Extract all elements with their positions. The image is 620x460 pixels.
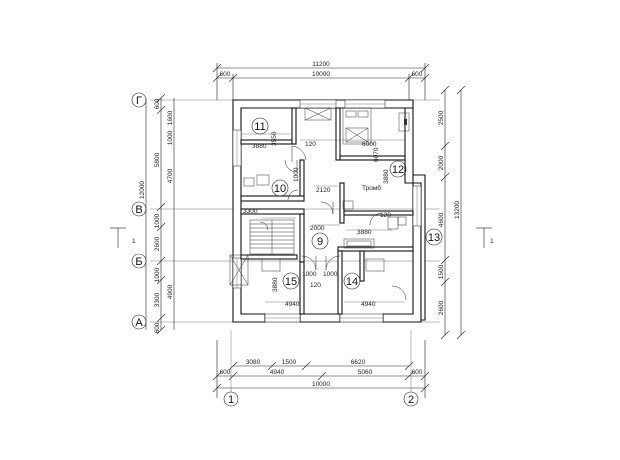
dim-left-inner-3: 4700: [167, 168, 174, 183]
room-marker-11: [251, 117, 269, 135]
room-markers: 11 12 10 9 13 15 14: [251, 117, 443, 290]
interior-dim-10: 3880: [357, 229, 372, 236]
doors: [259, 145, 407, 301]
room-marker-12: [389, 160, 407, 178]
interior-dim-15: 4940: [361, 301, 376, 308]
axis-label-g: Г: [136, 95, 142, 107]
section-mark-right: 1: [490, 238, 494, 245]
interior-dim-11: 1000: [302, 271, 317, 278]
axis-label-1: 1: [228, 394, 234, 406]
room-marker-14: [343, 272, 361, 290]
interior-reference-lines: [241, 133, 406, 303]
axis-marker-2: [403, 391, 419, 407]
dim-left-inner-2: 1000: [167, 130, 174, 145]
interior-dim-9: 2000: [310, 225, 325, 232]
interior-dim-8: 3300: [243, 208, 258, 215]
staircase: [249, 219, 295, 255]
room-number-15: 15: [285, 276, 297, 288]
left-dimensions: 12000 600 5800 1000 2600 1000 3300 600 1…: [139, 93, 175, 335]
interior-dim-4: 120: [305, 141, 316, 148]
bottom-dimensions: 3080 1500 6620 600 4940 5060 600 10000: [212, 340, 430, 398]
dim-left-inner-4: 4900: [167, 284, 174, 299]
room-marker-13: [425, 228, 443, 246]
dim-bottom-overall: 10000: [312, 381, 330, 388]
axis-marker-g: [131, 92, 147, 108]
room-number-11: 11: [254, 121, 265, 133]
dim-bottom-row1-1: 3080: [246, 359, 261, 366]
top-dimensions: 11200 600 10000 600: [212, 61, 430, 100]
interior-dim-1: 3880: [252, 143, 267, 150]
dim-bottom-row2-4: 600: [412, 369, 423, 376]
interior-dim-6: 3880: [383, 169, 390, 184]
dim-top-right-end: 600: [412, 71, 423, 78]
dim-right-2: 2000: [438, 155, 445, 170]
axis-label-v: В: [135, 204, 142, 216]
room-marker-9: [311, 232, 329, 250]
dim-top-inner: 10000: [312, 71, 330, 78]
interior-dim-14: 4940: [285, 301, 300, 308]
room-marker-10: [271, 179, 289, 197]
exterior-walls: [232, 99, 426, 323]
room-number-10: 10: [274, 183, 286, 195]
dim-left-inner-1: 1600: [167, 110, 174, 125]
interior-dim-3: 3550: [271, 131, 278, 146]
interior-dim-16: 120: [310, 282, 321, 289]
dim-right-1: 2500: [438, 110, 445, 125]
dim-left-outer-3: 1000: [154, 213, 161, 228]
column-axis-markers: 1 2: [223, 391, 419, 407]
axis-label-2: 2: [408, 394, 414, 406]
axis-label-b: Б: [135, 256, 142, 268]
axis-marker-a: [131, 314, 147, 330]
interior-walls: [240, 107, 414, 315]
axis-marker-b: [131, 253, 147, 269]
tambour-label: Тромб: [362, 184, 381, 192]
dim-right-overall: 13200: [454, 201, 461, 219]
dim-left-outer-5: 1000: [154, 267, 161, 282]
room-number-9: 9: [317, 236, 323, 248]
dim-bottom-row2-1: 600: [220, 369, 231, 376]
dim-left-outer-7: 600: [154, 322, 161, 333]
axis-marker-1: [223, 391, 239, 407]
section-mark-left: 1: [132, 238, 136, 245]
dim-overall-height: 12000: [139, 181, 146, 199]
dim-left-outer-2: 5800: [154, 152, 161, 167]
interior-dim-7: 2120: [316, 187, 331, 194]
right-dimensions: 2500 2000 4600 1500 2600 13200: [438, 85, 466, 340]
interior-dim-12: 1000: [323, 271, 338, 278]
section-marks: 1 1: [110, 227, 494, 248]
dim-bottom-row1-3: 6620: [351, 359, 366, 366]
interior-dim-13: 3880: [272, 277, 279, 292]
interior-dim-5: 6070: [373, 147, 380, 162]
interior-dim-18: 1000: [293, 167, 300, 182]
dim-top-left-end: 600: [220, 71, 231, 78]
dim-right-5: 2600: [438, 300, 445, 315]
room-number-12: 12: [392, 164, 404, 176]
interior-dimensions: 3880 6000 3550 120 6070 3880 2120 3300 2…: [243, 131, 391, 308]
dim-bottom-row1-2: 1500: [282, 359, 297, 366]
room-number-14: 14: [346, 276, 358, 288]
fixtures: [229, 107, 410, 286]
dim-bottom-row2-2: 4940: [270, 369, 285, 376]
room-marker-15: [282, 272, 300, 290]
axis-label-a: А: [135, 317, 143, 329]
dim-overall-width: 11200: [312, 61, 330, 68]
interior-dim-17: 120: [380, 212, 391, 219]
interior-dim-2: 6000: [362, 141, 377, 148]
row-axis-markers: Г В Б А: [131, 92, 147, 330]
dim-bottom-row2-3: 5060: [358, 369, 373, 376]
dim-left-outer-1: 600: [154, 98, 161, 109]
dim-left-outer-6: 3300: [154, 292, 161, 307]
dim-left-outer-4: 2600: [154, 236, 161, 251]
dim-right-4: 1500: [438, 264, 445, 279]
room-number-13: 13: [428, 232, 440, 244]
dim-right-3: 4600: [438, 212, 445, 227]
axis-marker-v: [131, 201, 147, 217]
